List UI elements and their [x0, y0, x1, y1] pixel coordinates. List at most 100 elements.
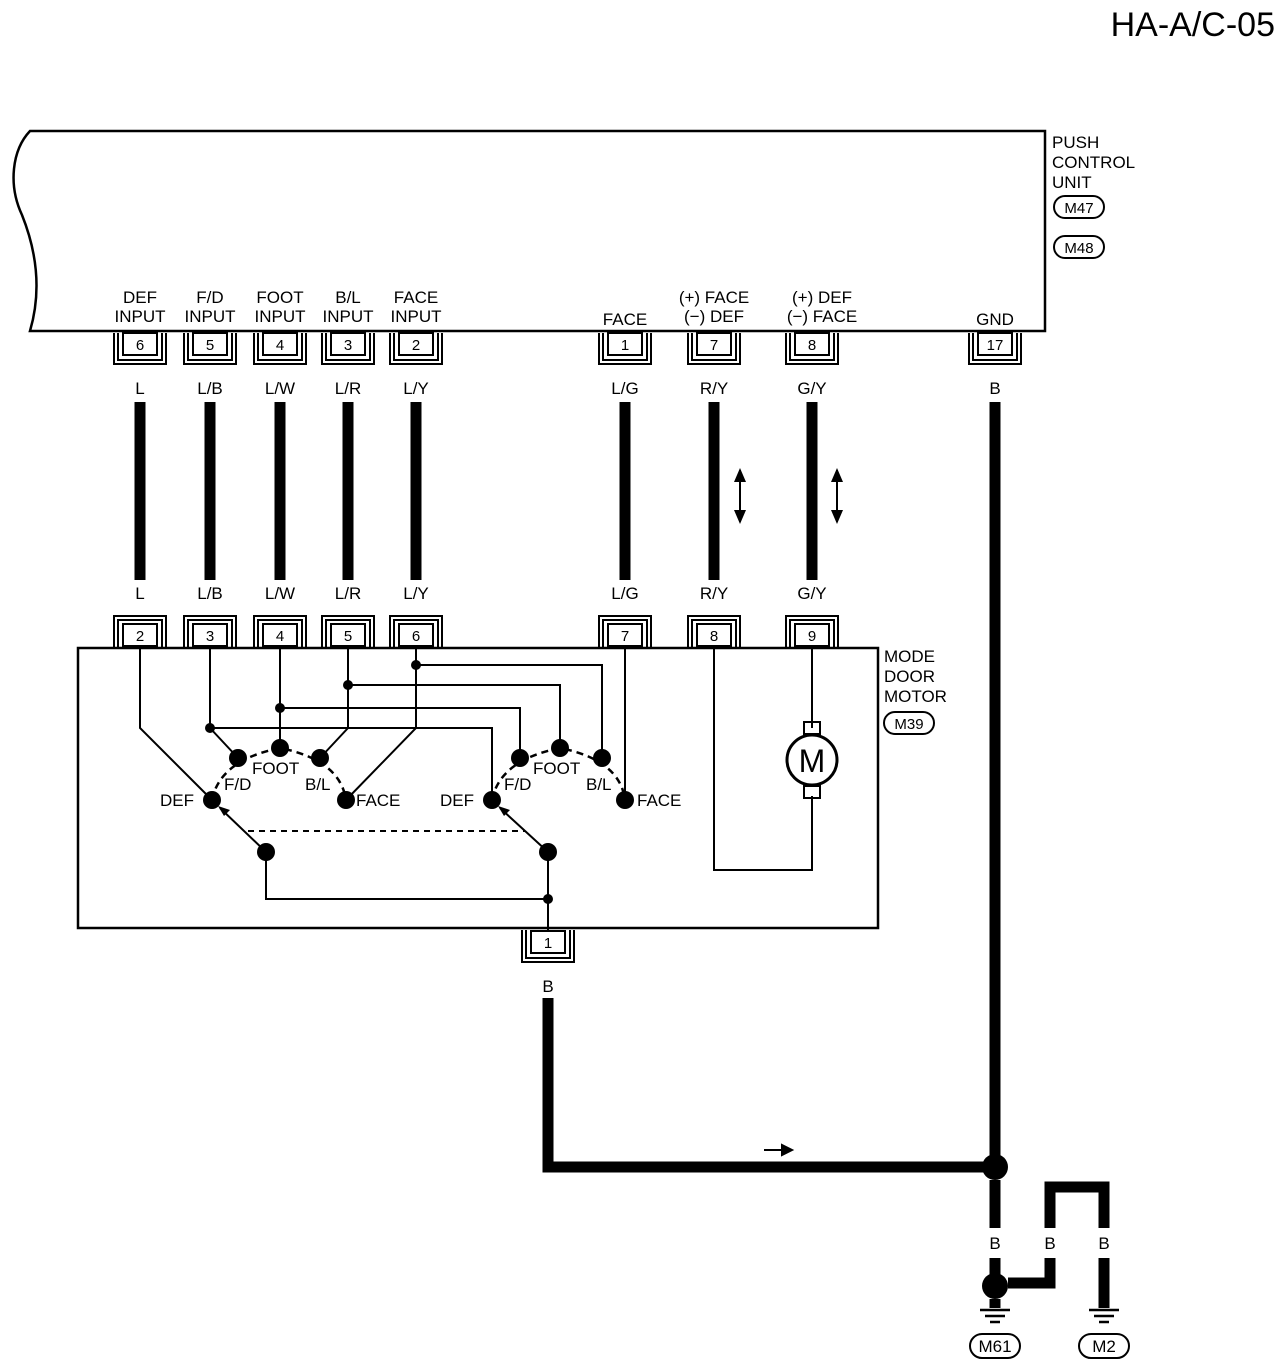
svg-text:6: 6: [136, 337, 144, 354]
svg-text:DOOR: DOOR: [884, 667, 935, 686]
svg-text:L/B: L/B: [197, 584, 223, 603]
push-control-unit-box: [12, 129, 1047, 333]
svg-text:CONTROL: CONTROL: [1052, 153, 1135, 172]
motor-connectors: 2 3 4 5 6 7 8 9: [113, 615, 839, 647]
svg-text:9: 9: [808, 628, 816, 645]
svg-text:8: 8: [710, 628, 718, 645]
svg-text:MODE: MODE: [884, 647, 935, 666]
svg-text:PUSH: PUSH: [1052, 133, 1099, 152]
ground-m61: M61: [978, 1337, 1011, 1356]
switch-labels-right: DEF F/D FOOT B/L FACE: [440, 759, 681, 810]
svg-text:2: 2: [136, 628, 144, 645]
motor-pin-4: 4: [253, 615, 307, 647]
svg-text:3: 3: [344, 337, 352, 354]
svg-text:5: 5: [206, 337, 214, 354]
svg-text:FACE: FACE: [637, 791, 681, 810]
cu-pin-4: 4: [253, 332, 307, 365]
svg-text:GND: GND: [976, 310, 1014, 329]
svg-text:B: B: [1044, 1234, 1055, 1253]
motor-pin-5: 5: [321, 615, 375, 647]
svg-text:8: 8: [808, 337, 816, 354]
svg-text:DEF: DEF: [123, 288, 157, 307]
svg-text:B: B: [989, 379, 1000, 398]
svg-text:MOTOR: MOTOR: [884, 687, 947, 706]
motor-ground-wire-label: B: [542, 977, 553, 996]
svg-text:FACE: FACE: [603, 310, 647, 329]
svg-text:L/R: L/R: [335, 584, 361, 603]
cu-pin-1: 1: [598, 332, 652, 365]
svg-text:L/R: L/R: [335, 379, 361, 398]
svg-text:INPUT: INPUT: [323, 307, 374, 326]
svg-text:B/L: B/L: [305, 775, 331, 794]
ground-harness: [542, 998, 1119, 1324]
svg-text:FACE: FACE: [394, 288, 438, 307]
motor-pin-1: 1: [521, 930, 575, 963]
svg-text:5: 5: [344, 628, 352, 645]
ground-wire-labels: B B B: [989, 1234, 1109, 1253]
push-control-unit-label: PUSH CONTROL UNIT M47 M48: [1052, 133, 1135, 259]
svg-text:7: 7: [621, 628, 629, 645]
svg-text:L/W: L/W: [265, 379, 295, 398]
motor-pin-2: 2: [113, 615, 167, 647]
svg-text:4: 4: [276, 628, 284, 645]
svg-text:M: M: [799, 743, 826, 779]
svg-text:L/G: L/G: [611, 379, 638, 398]
cu-terminal-labels: DEF INPUT F/D INPUT FOOT INPUT B/L INPUT…: [115, 288, 1014, 329]
svg-text:B/L: B/L: [586, 775, 612, 794]
harness-wires: [134, 402, 1001, 1160]
wire-labels-top: L L/B L/W L/R L/Y L/G R/Y G/Y B: [135, 379, 1000, 398]
svg-text:(+) FACE: (+) FACE: [679, 288, 749, 307]
svg-text:FOOT: FOOT: [533, 759, 580, 778]
mode-door-motor-box: [76, 646, 880, 930]
internal-wiring: [139, 648, 813, 930]
svg-text:B/L: B/L: [335, 288, 361, 307]
svg-text:L/Y: L/Y: [403, 584, 429, 603]
svg-text:17: 17: [987, 337, 1004, 354]
mode-door-motor-label: MODE DOOR MOTOR M39: [883, 647, 947, 735]
motor-icon: M: [785, 721, 839, 799]
svg-text:7: 7: [710, 337, 718, 354]
cu-pin-3: 3: [321, 332, 375, 365]
cu-pin-2: 2: [389, 332, 443, 365]
motor-pin-7: 7: [598, 615, 652, 647]
svg-text:L/G: L/G: [611, 584, 638, 603]
svg-text:4: 4: [276, 337, 284, 354]
svg-text:1: 1: [544, 935, 552, 952]
switch-labels-left: DEF F/D FOOT B/L FACE: [160, 759, 400, 810]
svg-text:FOOT: FOOT: [256, 288, 303, 307]
svg-text:3: 3: [206, 628, 214, 645]
svg-text:UNIT: UNIT: [1052, 173, 1092, 192]
svg-text:F/D: F/D: [224, 775, 251, 794]
svg-text:L/W: L/W: [265, 584, 295, 603]
svg-text:L/B: L/B: [197, 379, 223, 398]
svg-text:DEF: DEF: [160, 791, 194, 810]
wire-labels-bottom: L L/B L/W L/R L/Y L/G R/Y G/Y: [135, 584, 826, 603]
svg-text:DEF: DEF: [440, 791, 474, 810]
svg-text:FACE: FACE: [356, 791, 400, 810]
svg-text:(−) DEF: (−) DEF: [684, 307, 744, 326]
ground-connectors: M61 M2: [969, 1333, 1130, 1359]
svg-text:B: B: [1098, 1234, 1109, 1253]
svg-text:G/Y: G/Y: [797, 379, 826, 398]
svg-text:2: 2: [412, 337, 420, 354]
bidirectional-arrow-icon: [734, 468, 843, 524]
svg-text:G/Y: G/Y: [797, 584, 826, 603]
svg-text:(+) DEF: (+) DEF: [792, 288, 852, 307]
svg-text:F/D: F/D: [196, 288, 223, 307]
svg-text:1: 1: [621, 337, 629, 354]
svg-text:R/Y: R/Y: [700, 379, 728, 398]
svg-text:R/Y: R/Y: [700, 584, 728, 603]
svg-text:6: 6: [412, 628, 420, 645]
connector-m47: M47: [1064, 200, 1093, 217]
svg-text:L: L: [135, 379, 144, 398]
svg-text:(−) FACE: (−) FACE: [787, 307, 857, 326]
svg-text:INPUT: INPUT: [255, 307, 306, 326]
cu-pin-8: 8: [785, 332, 839, 365]
cu-connectors: 6 5 4 3 2 1 7 8 17: [113, 332, 1022, 365]
svg-text:INPUT: INPUT: [185, 307, 236, 326]
page-code: HA-A/C-05: [1111, 6, 1275, 44]
connector-m39: M39: [894, 716, 923, 733]
cu-pin-5: 5: [183, 332, 237, 365]
cu-pin-17: 17: [968, 332, 1022, 365]
